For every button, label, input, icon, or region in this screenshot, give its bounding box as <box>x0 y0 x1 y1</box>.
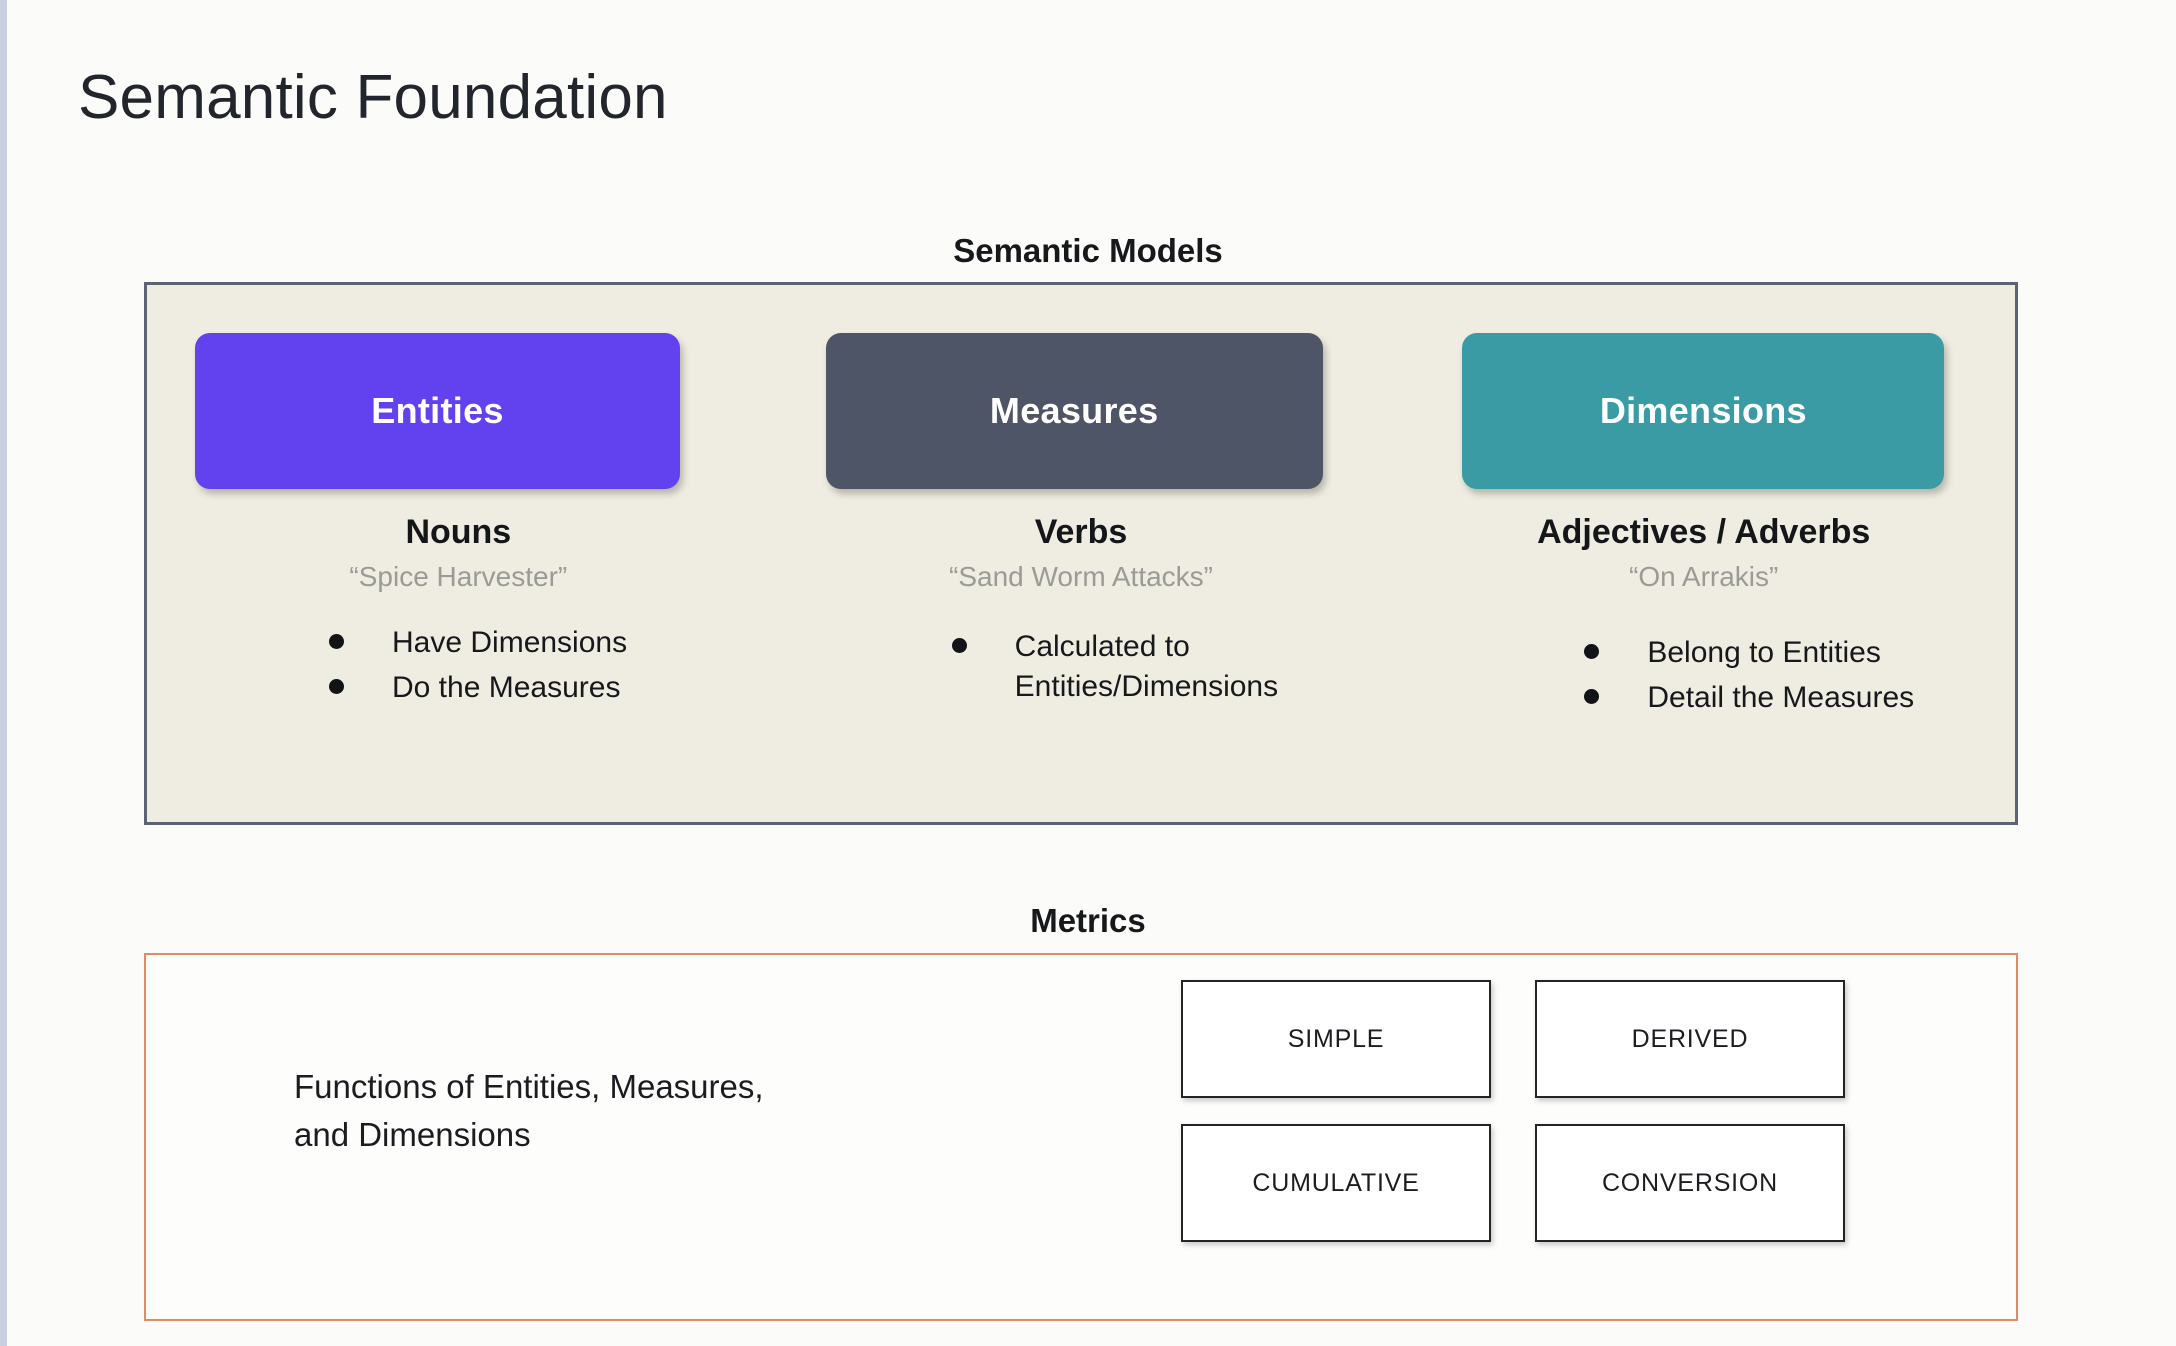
page-title: Semantic Foundation <box>78 63 668 132</box>
semantic-column-entities: Entities Nouns “Spice Harvester” Have Di… <box>147 285 770 822</box>
semantic-column-dimensions: Dimensions Adjectives / Adverbs “On Arra… <box>1392 285 2015 822</box>
entities-pill[interactable]: Entities <box>195 333 680 489</box>
metrics-panel: Functions of Entities, Measures, and Dim… <box>144 953 2018 1321</box>
list-item: Have Dimensions <box>329 623 627 663</box>
dimensions-bullet-text: Detail the Measures <box>1647 681 1915 714</box>
measures-bullet-text: Calculated to Entities/Dimensions <box>1014 630 1279 703</box>
measures-pill[interactable]: Measures <box>825 333 1323 489</box>
entities-bullet-list: Have Dimensions Do the Measures <box>329 623 627 713</box>
dimensions-pill[interactable]: Dimensions <box>1462 333 1945 489</box>
metric-type-cumulative[interactable]: CUMULATIVE <box>1181 1124 1491 1242</box>
bullet-dot-icon <box>951 638 967 653</box>
dimensions-bullet-list: Belong to Entities Detail the Measures <box>1584 633 1914 723</box>
semantic-column-measures: Measures Verbs “Sand Worm Attacks” Calcu… <box>770 285 1393 822</box>
entities-bullet-text: Do the Measures <box>392 671 621 704</box>
list-item: Detail the Measures <box>1584 678 1914 718</box>
list-item: Belong to Entities <box>1584 633 1914 673</box>
entities-example: “Spice Harvester” <box>349 561 568 592</box>
list-item: Do the Measures <box>329 668 627 708</box>
semantic-models-panel: Entities Nouns “Spice Harvester” Have Di… <box>144 282 2018 825</box>
metric-type-conversion[interactable]: CONVERSION <box>1535 1124 1845 1242</box>
measures-bullet-list: Calculated to Entities/Dimensions <box>951 627 1279 712</box>
measures-example: “Sand Worm Attacks” <box>949 561 1214 592</box>
semantic-models-columns: Entities Nouns “Spice Harvester” Have Di… <box>147 285 2015 822</box>
list-item: Calculated to Entities/Dimensions <box>951 627 1279 707</box>
metrics-heading: Metrics <box>1030 902 1146 939</box>
metrics-description: Functions of Entities, Measures, and Dim… <box>294 1068 764 1153</box>
measures-part-of-speech: Verbs <box>1034 513 1128 551</box>
semantic-models-heading: Semantic Models <box>953 232 1223 269</box>
entities-part-of-speech: Nouns <box>405 513 512 551</box>
metrics-type-grid: SIMPLE DERIVED CUMULATIVE CONVERSION <box>1181 980 1845 1242</box>
entities-bullet-text: Have Dimensions <box>392 626 628 659</box>
bullet-dot-icon <box>1584 644 1600 659</box>
dimensions-part-of-speech: Adjectives / Adverbs <box>1537 513 1871 551</box>
bullet-dot-icon <box>329 634 344 649</box>
bullet-dot-icon <box>329 679 344 694</box>
left-edge-strip <box>0 0 7 1346</box>
metric-type-derived[interactable]: DERIVED <box>1535 980 1845 1098</box>
metric-type-simple[interactable]: SIMPLE <box>1181 980 1491 1098</box>
dimensions-example: “On Arrakis” <box>1629 561 1779 592</box>
dimensions-bullet-text: Belong to Entities <box>1647 636 1881 669</box>
bullet-dot-icon <box>1584 689 1600 704</box>
